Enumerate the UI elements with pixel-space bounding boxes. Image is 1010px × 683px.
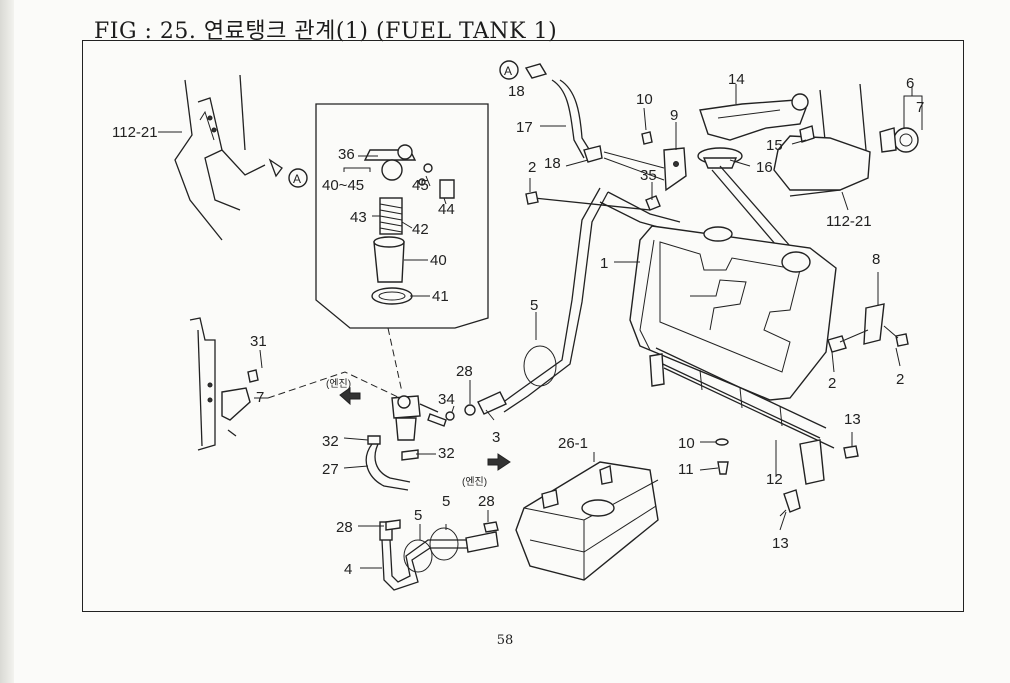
callout-1: 1 xyxy=(600,255,608,272)
engine-arrow-upper: (엔진) xyxy=(326,378,361,406)
callout-40-45: 40~45 xyxy=(322,177,364,194)
cap-6-7 xyxy=(879,127,919,153)
callout-112-21-left: 112-21 xyxy=(112,124,158,141)
clamps-5-lower xyxy=(403,527,459,573)
callout-4: 4 xyxy=(344,561,352,578)
ref-marker-a-top: A xyxy=(499,60,519,80)
callout-41: 41 xyxy=(432,288,449,305)
callout-7-top: 7 xyxy=(916,99,924,116)
callout-15: 15 xyxy=(766,137,783,154)
callout-18-mid: 18 xyxy=(544,155,561,172)
callout-45: 45 xyxy=(412,177,429,194)
callout-3: 3 xyxy=(492,429,500,446)
callout-9: 9 xyxy=(670,107,678,124)
band-16 xyxy=(697,147,743,169)
callout-12: 12 xyxy=(766,471,783,488)
callout-32-a: 32 xyxy=(322,433,339,450)
callout-8: 8 xyxy=(872,251,880,268)
filler-neck-14 xyxy=(699,93,809,141)
callout-34: 34 xyxy=(438,391,455,408)
callout-26-1: 26-1 xyxy=(558,435,588,452)
fuel-tank-1 xyxy=(629,225,837,401)
fuel-hose-27 xyxy=(365,435,411,491)
callout-42: 42 xyxy=(412,221,429,238)
callout-10-top: 10 xyxy=(636,91,653,108)
leader-lines xyxy=(158,84,923,569)
fuel-filter-assembly xyxy=(391,395,447,441)
callout-11: 11 xyxy=(678,461,694,478)
callout-7-left: 7 xyxy=(256,389,264,406)
callout-28-low: 28 xyxy=(336,519,353,536)
callout-27: 27 xyxy=(322,461,339,478)
bracket-8 xyxy=(827,303,909,353)
callout-17: 17 xyxy=(516,119,533,136)
body-frame-right xyxy=(773,83,871,197)
callout-43: 43 xyxy=(350,209,367,226)
callout-112-21-right: 112-21 xyxy=(826,213,872,230)
scan-edge xyxy=(0,0,14,683)
filter-spring xyxy=(379,197,403,235)
callout-2-right-a: 2 xyxy=(828,375,836,392)
svg-text:A: A xyxy=(293,172,301,186)
callout-2-right-b: 2 xyxy=(896,371,904,388)
callout-28-mid: 28 xyxy=(456,363,473,380)
callout-2-left: 2 xyxy=(528,159,536,176)
bracket-9 xyxy=(603,131,687,192)
callout-13-b: 13 xyxy=(772,535,789,552)
tank-support-12 xyxy=(649,347,835,485)
callout-16: 16 xyxy=(756,159,773,176)
clip-28-lower xyxy=(385,519,499,533)
callout-labels: 112-21 36 40~45 45 44 43 42 40 41 18 17 … xyxy=(112,71,924,578)
body-frame-left xyxy=(174,74,283,241)
callout-44: 44 xyxy=(438,201,455,218)
aux-tank-26-1 xyxy=(515,461,659,581)
ref-marker-a-left: A xyxy=(288,168,308,188)
callout-6: 6 xyxy=(906,75,914,92)
callout-5-mid: 5 xyxy=(530,297,538,314)
callout-5-low-b: 5 xyxy=(442,493,450,510)
figure-title: FIG : 25. 연료탱크 관계(1) (FUEL TANK 1) xyxy=(94,19,558,44)
breather-lines xyxy=(525,165,791,253)
callout-28-right: 28 xyxy=(478,493,495,510)
svg-text:(엔진): (엔진) xyxy=(326,378,351,390)
fuel-pipe-4 xyxy=(379,521,499,591)
return-pipe-3 xyxy=(445,187,609,421)
svg-text:(엔진): (엔진) xyxy=(462,476,487,488)
callout-36: 36 xyxy=(338,146,355,163)
page-number: 58 xyxy=(496,633,514,648)
svg-text:A: A xyxy=(504,64,512,78)
callout-31: 31 xyxy=(250,333,267,350)
callout-13-a: 13 xyxy=(844,411,861,428)
clamp-32 xyxy=(401,449,419,461)
left-bracket xyxy=(189,317,401,451)
callout-10-low: 10 xyxy=(678,435,695,452)
callout-32-b: 32 xyxy=(438,445,455,462)
diagram-frame xyxy=(82,40,964,612)
filter-detail-box xyxy=(315,103,489,393)
callout-35: 35 xyxy=(640,167,657,184)
callout-14: 14 xyxy=(728,71,745,88)
callout-5-low-a: 5 xyxy=(414,507,422,524)
vent-hose-17 xyxy=(524,63,603,163)
callout-40: 40 xyxy=(430,252,447,269)
fasteners-lower-right xyxy=(699,432,859,517)
callout-18-top: 18 xyxy=(508,83,525,100)
engine-arrow-lower: (엔진) xyxy=(462,453,511,488)
